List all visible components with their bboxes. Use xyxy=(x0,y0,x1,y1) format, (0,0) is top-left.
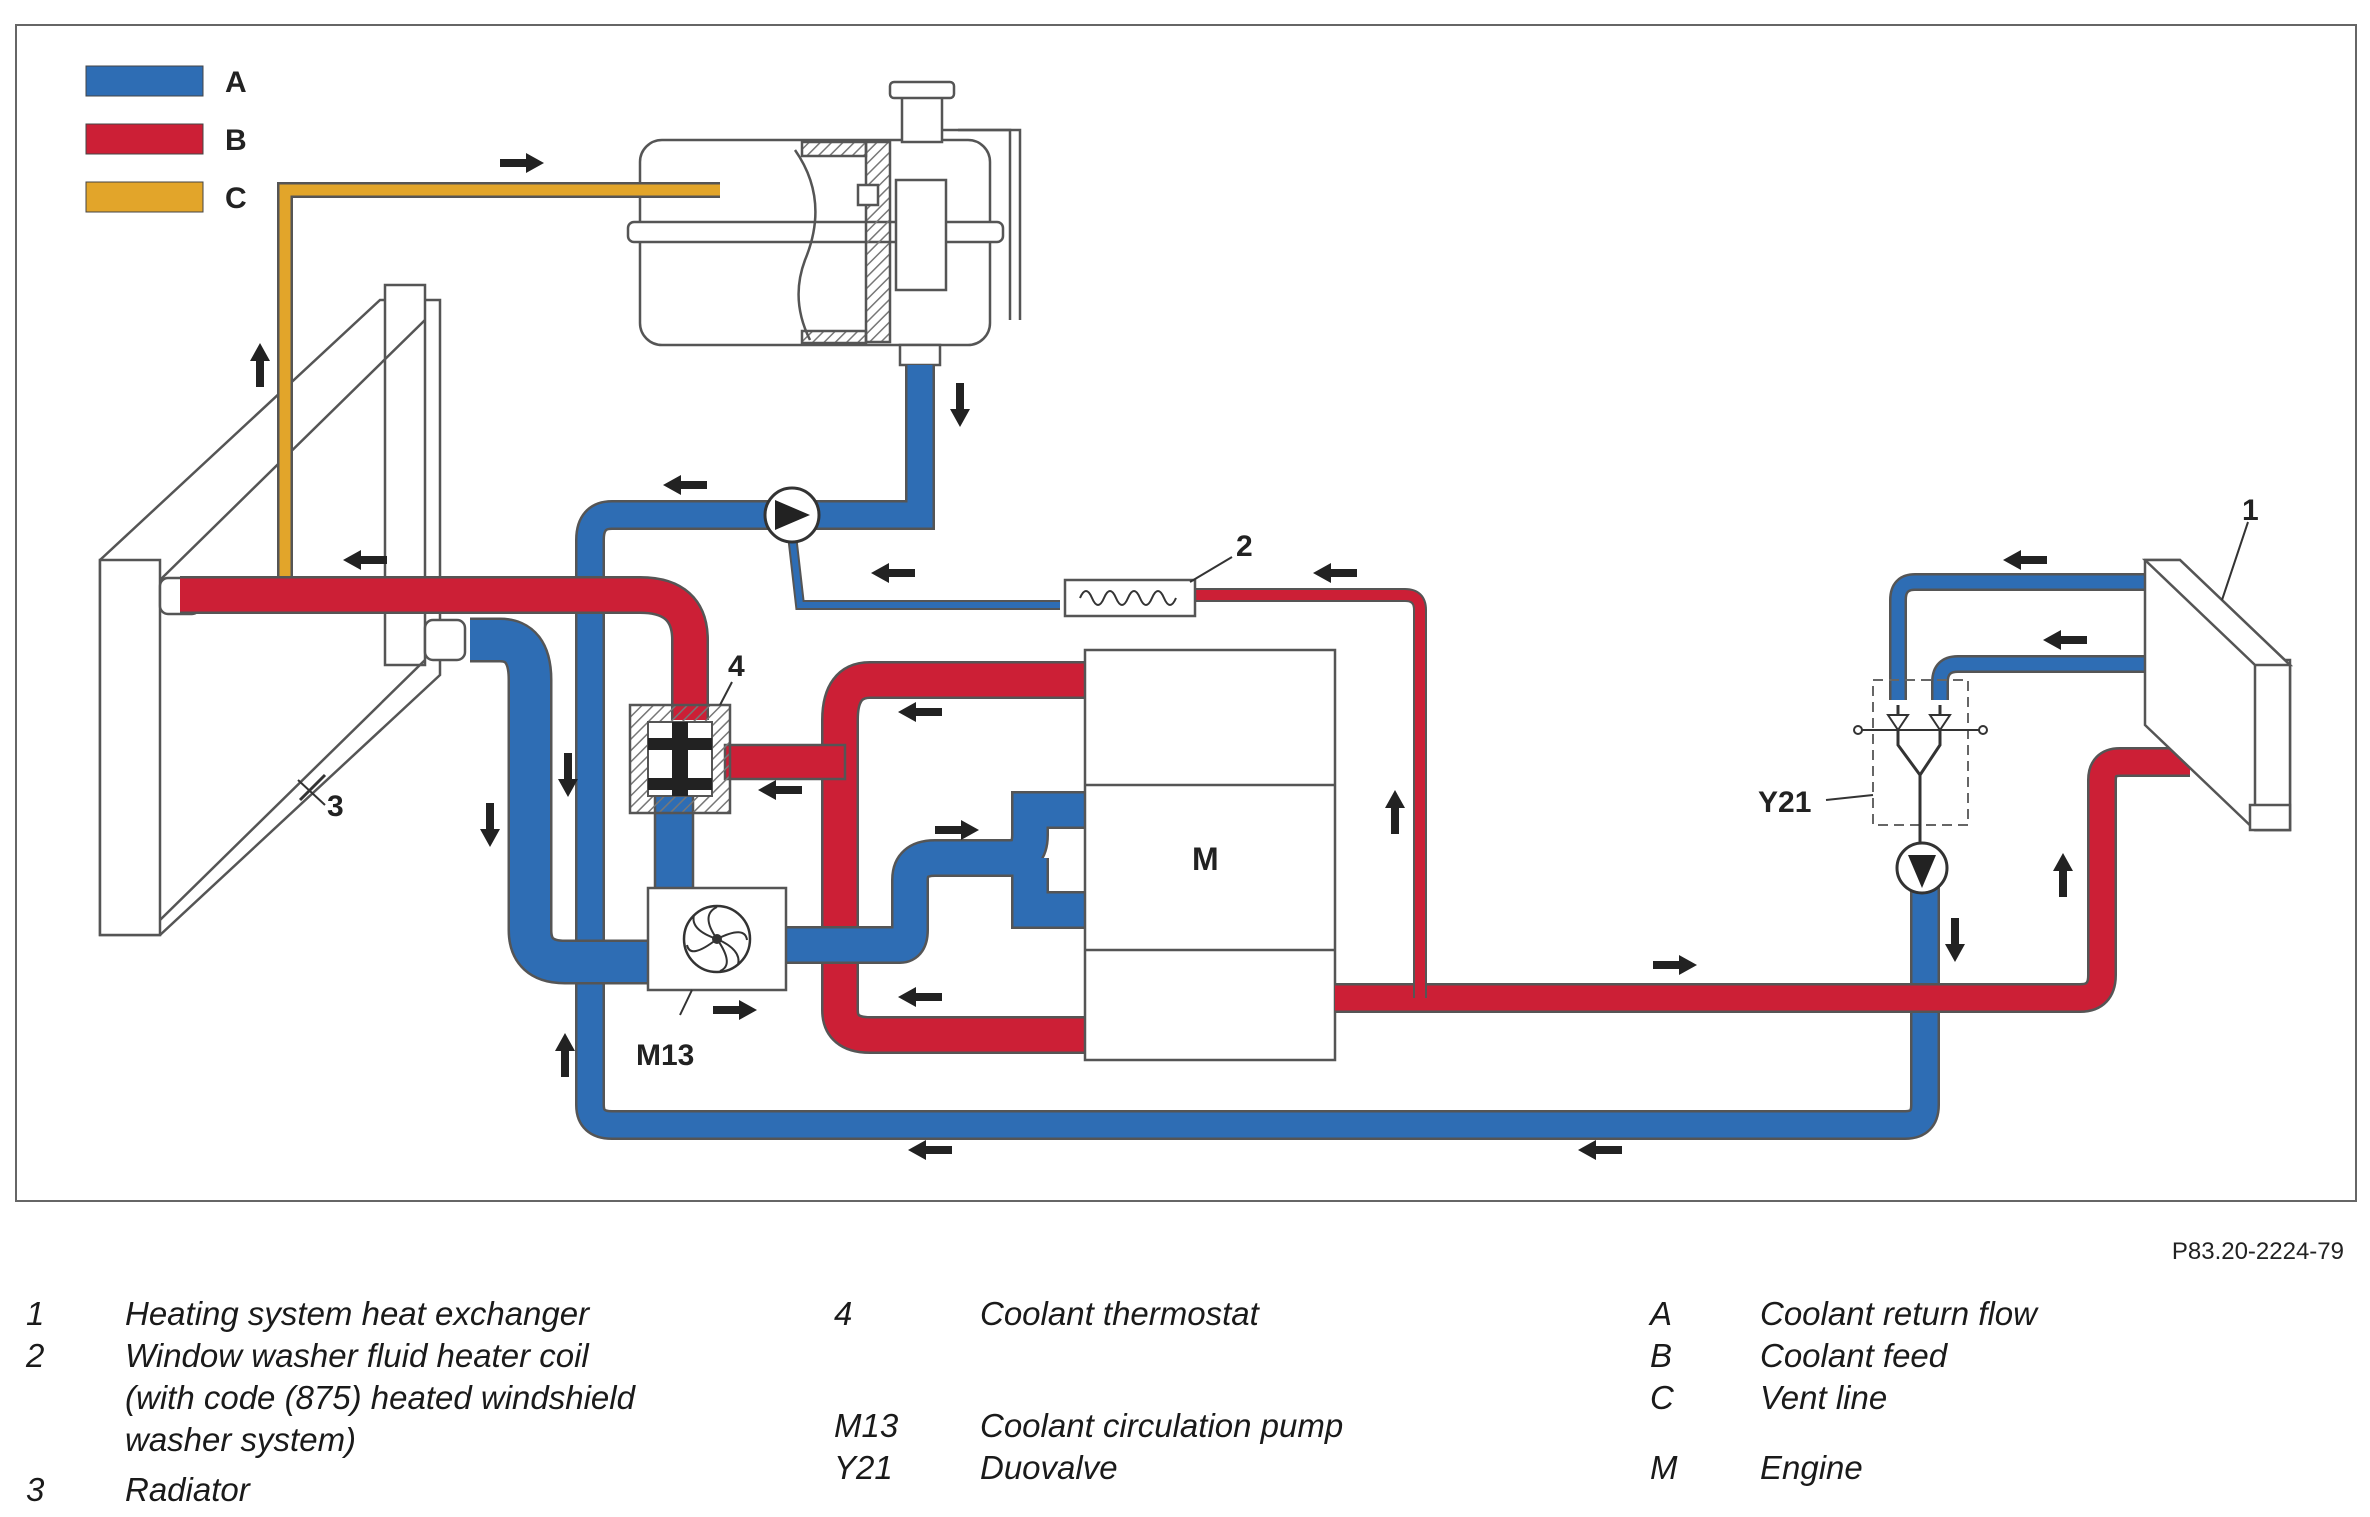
swatch-c-label: C xyxy=(225,182,247,215)
legend-desc: Coolant feed xyxy=(1760,1337,1948,1374)
label-thermostat: 4 xyxy=(728,650,745,683)
label-heat-exchanger: 1 xyxy=(2242,494,2259,527)
legend-desc: Engine xyxy=(1760,1449,1863,1486)
swatch-b-label: B xyxy=(225,124,247,157)
legend-key: 2 xyxy=(26,1337,45,1374)
duovalve xyxy=(1853,679,1988,860)
heater-coil xyxy=(1063,578,1197,618)
label-heater-coil: 2 xyxy=(1236,530,1253,563)
swatch-a xyxy=(85,65,204,97)
label-duovalve: Y21 xyxy=(1758,786,1811,819)
circulation-pump xyxy=(646,886,788,992)
legend-key: M xyxy=(1650,1449,1678,1486)
legend-key: A xyxy=(1650,1295,1673,1332)
legend-key: B xyxy=(1650,1337,1673,1374)
label-radiator: 3 xyxy=(327,790,344,823)
legend-key: Y21 xyxy=(834,1449,893,1486)
legend-desc: Coolant thermostat xyxy=(980,1295,1259,1332)
legend-desc: Heating system heat exchanger xyxy=(125,1295,590,1332)
thermostat xyxy=(628,703,732,815)
color-legend: A B C xyxy=(85,65,247,215)
legend-desc: washer system) xyxy=(125,1421,357,1458)
heat-exchanger xyxy=(2141,558,2294,832)
reference-code: P83.20-2224-79 xyxy=(2171,1238,2344,1265)
legend-key: M13 xyxy=(834,1407,899,1444)
label-engine: M xyxy=(1192,841,1219,877)
legend-desc: Window washer fluid heater coil xyxy=(125,1337,589,1374)
legend-key: 4 xyxy=(834,1295,853,1332)
swatch-a-label: A xyxy=(225,66,247,99)
label-pump: M13 xyxy=(636,1039,694,1072)
legend-desc: (with code (875) heated windshield xyxy=(125,1379,635,1416)
legend-desc: Coolant circulation pump xyxy=(980,1407,1344,1444)
swatch-b xyxy=(85,123,204,155)
engine xyxy=(1083,648,1337,1062)
legend-key: 3 xyxy=(26,1471,45,1508)
swatch-c xyxy=(85,181,204,213)
diagram-frame xyxy=(15,24,2357,1202)
legend-desc: Duovalve xyxy=(980,1449,1118,1486)
expansion-tank xyxy=(626,80,1022,367)
legend-desc: Vent line xyxy=(1760,1379,1888,1416)
legend-desc: Coolant return flow xyxy=(1760,1295,2037,1332)
legend-key: 1 xyxy=(26,1295,45,1332)
legend-key: C xyxy=(1650,1379,1674,1416)
legend-desc: Radiator xyxy=(125,1471,250,1508)
